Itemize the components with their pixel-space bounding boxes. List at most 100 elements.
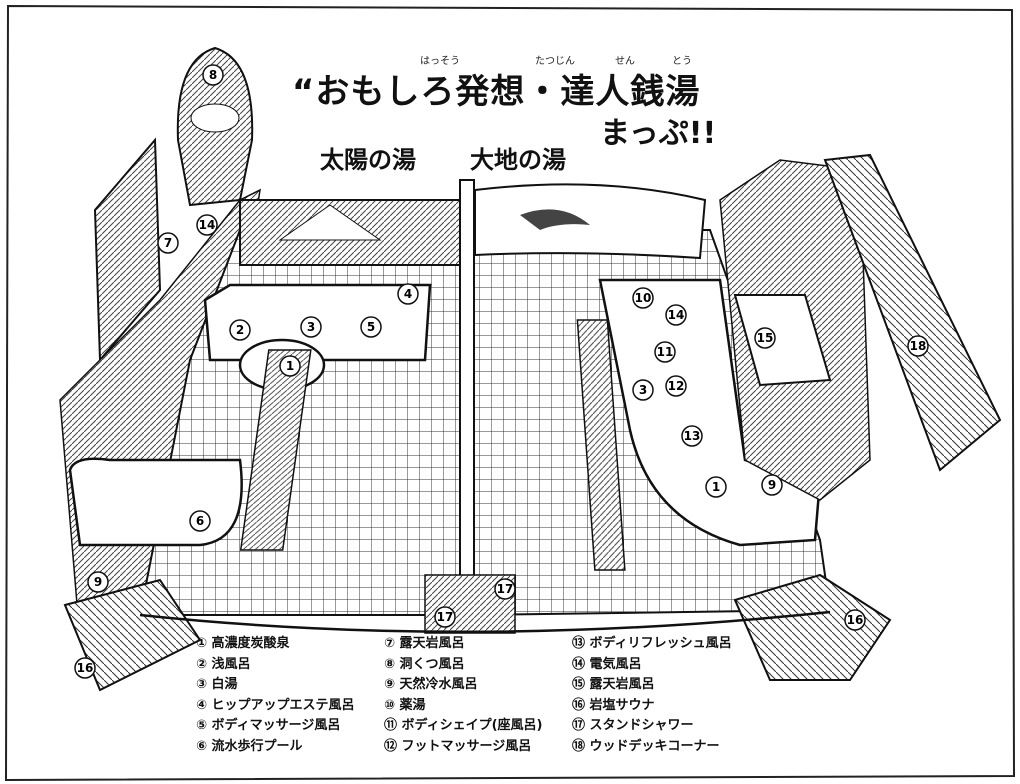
marker-number: 3 [639, 383, 647, 397]
marker-7: 7 [157, 232, 179, 254]
marker-number: 9 [94, 575, 102, 589]
marker-number: 6 [196, 514, 204, 528]
legend-item: ⑤ ボディマッサージ風呂 [196, 718, 341, 733]
center-divider [459, 179, 475, 611]
legend-column: ⑬ ボディリフレッシュ風呂 ⑭ 電気風呂 ⑮ 露天岩風呂 ⑯ 岩塩サウナ ⑰ ス… [572, 634, 732, 757]
legend-item: ⑯ 岩塩サウナ [572, 697, 655, 713]
legend-item: ⑬ ボディリフレッシュ風呂 [572, 636, 732, 651]
ruby-tatsujin: たつじん [535, 56, 575, 67]
marker-circle [279, 355, 301, 377]
marker-circle [907, 335, 929, 357]
marker-number: 13 [684, 429, 701, 443]
marker-number: 10 [635, 291, 652, 305]
map-title: “おもしろ発想・達人銭湯 [292, 72, 701, 112]
phoenix [520, 209, 590, 230]
marker-number: 16 [847, 613, 864, 627]
marker-number: 11 [657, 345, 674, 359]
bath-6-pool [68, 457, 243, 547]
marker-circle [705, 476, 727, 498]
area-label-earth: 大地の湯 [470, 146, 566, 174]
legend-item: ⑫ フットマッサージ風呂 [384, 738, 532, 754]
legend-item: ⑱ ウッドデッキコーナー [572, 738, 720, 754]
marker-16: 16 [74, 657, 96, 679]
legend-item: ① 高濃度炭酸泉 [196, 636, 290, 651]
marker-circle [665, 375, 687, 397]
marker-15: 15 [754, 327, 776, 349]
marker-8: 8 [202, 64, 224, 86]
marker-10: 10 [632, 287, 654, 309]
legend-item: ② 浅風呂 [196, 656, 251, 672]
marker-number: 8 [209, 68, 217, 82]
marker-circle [196, 214, 218, 236]
marker-circle [229, 319, 251, 341]
marker-1: 1 [279, 355, 301, 377]
marker-9: 9 [87, 571, 109, 593]
legend-column: ① 高濃度炭酸泉 ② 浅風呂 ③ 白湯 ④ ヒップアップエステ風呂 ⑤ ボディマ… [196, 634, 355, 757]
marker-number: 14 [199, 218, 216, 232]
map-title-sub: まっぷ!! [600, 116, 717, 151]
paper-border [4, 4, 1016, 782]
marker-1: 1 [705, 476, 727, 498]
marker-circle [300, 316, 322, 338]
marker-number: 2 [236, 323, 244, 337]
marker-2: 2 [229, 319, 251, 341]
marker-13: 13 [681, 425, 703, 447]
marker-circle [632, 379, 654, 401]
marker-circle [202, 64, 224, 86]
marker-circle [654, 341, 676, 363]
marker-circle [494, 578, 516, 600]
shower-row-mid [576, 319, 626, 571]
marker-number: 18 [910, 339, 927, 353]
marker-circle [681, 425, 703, 447]
legend-item: ⑭ 電気風呂 [572, 656, 642, 672]
marker-17: 17 [434, 606, 456, 628]
left-wall [93, 137, 162, 363]
marker-4: 4 [397, 283, 419, 305]
legend-item: ⑩ 薬湯 [384, 697, 426, 713]
marker-6: 6 [189, 510, 211, 532]
marker-16: 16 [844, 609, 866, 631]
cave-bath-pool [190, 103, 240, 133]
marker-number: 14 [668, 308, 685, 322]
marker-circle [632, 287, 654, 309]
mount-fuji [278, 204, 382, 241]
ruby-sen: せん [615, 56, 635, 67]
marker-number: 9 [768, 478, 776, 492]
marker-number: 5 [367, 320, 375, 334]
legend-item: ⑧ 洞くつ風呂 [384, 656, 465, 672]
marker-11: 11 [654, 341, 676, 363]
marker-circle [434, 606, 456, 628]
marker-number: 1 [712, 480, 720, 494]
marker-number: 17 [437, 610, 454, 624]
marker-circle [189, 510, 211, 532]
mural-phoenix [474, 183, 707, 260]
marker-circle [665, 304, 687, 326]
wood-deck [823, 153, 1002, 472]
legend-item: ⑨ 天然冷水風呂 [384, 677, 478, 692]
ruby-hassou: はっそう [420, 56, 460, 67]
marker-number: 7 [164, 236, 172, 250]
marker-circle [360, 316, 382, 338]
marker-number: 15 [757, 331, 774, 345]
marker-number: 16 [77, 661, 94, 675]
marker-circle [754, 327, 776, 349]
marker-circle [761, 474, 783, 496]
sauna-right [733, 573, 892, 681]
legend-item: ⑥ 流水歩行プール [196, 738, 303, 754]
shower-row-left [239, 349, 312, 551]
legend-item: ⑰ スタンドシャワー [572, 718, 694, 733]
legend-item: ⑪ ボディシェイプ(座風呂) [384, 718, 543, 733]
marker-3: 3 [300, 316, 322, 338]
marker-number: 12 [668, 379, 685, 393]
marker-circle [74, 657, 96, 679]
marker-circle [87, 571, 109, 593]
area-label-sun: 太陽の湯 [320, 146, 416, 174]
marker-circle [844, 609, 866, 631]
marker-18: 18 [907, 335, 929, 357]
marker-number: 4 [404, 287, 412, 301]
legend-item: ⑮ 露天岩風呂 [572, 677, 655, 692]
marker-number: 17 [497, 582, 514, 596]
marker-number: 1 [286, 359, 294, 373]
